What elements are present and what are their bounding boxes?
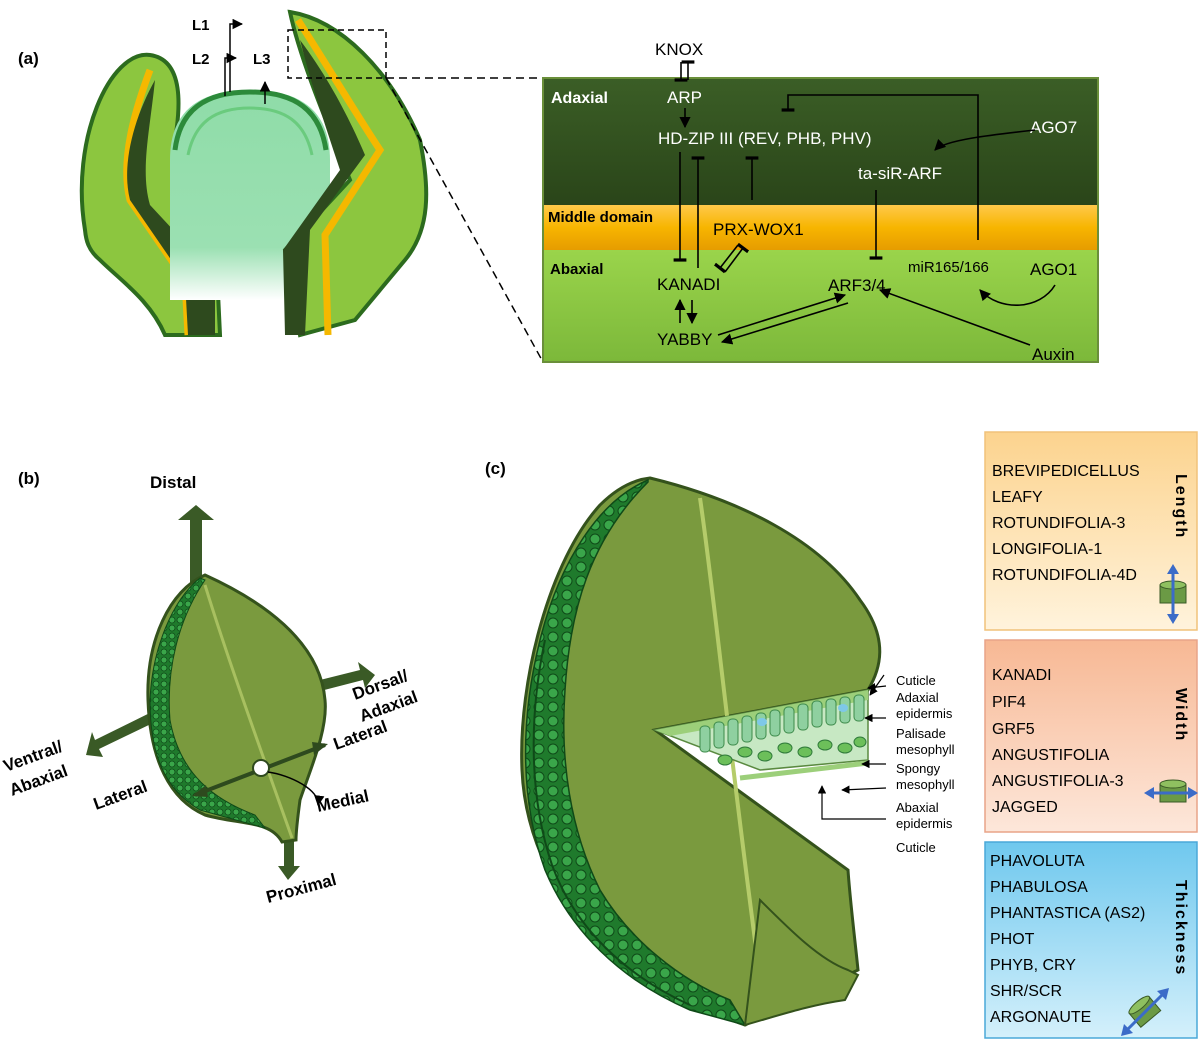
layer-l3-label: L3 <box>253 51 271 68</box>
width-title: Width <box>1172 688 1189 742</box>
axis-label-lateral-right: Lateral <box>331 717 390 754</box>
polarity-network-box <box>542 77 1099 363</box>
lateral-right-arrowhead <box>312 742 328 755</box>
layer-spongy-1: Spongy <box>896 761 941 776</box>
layer-cuticle-top: Cuticle <box>896 673 936 688</box>
width-gene-5: ANGUSTIFOLIA-3 <box>992 773 1124 790</box>
thickness-gene-5: PHYB, CRY <box>990 957 1076 974</box>
thickness-cylinder-icon <box>1121 988 1169 1036</box>
layer-abaxial-epidermis-1: Abaxial <box>896 800 939 815</box>
middle-domain-label: Middle domain <box>548 209 653 226</box>
width-gene-4: ANGUSTIFOLIA <box>992 747 1110 764</box>
leaf-cross-section-illustration <box>520 476 882 1027</box>
node-arf34: ARF3/4 <box>828 276 886 295</box>
zoom-line-bottom <box>385 77 544 363</box>
width-box: KANADI PIF4 GRF5 ANGUSTIFOLIA ANGUSTIFOL… <box>984 639 1198 833</box>
node-hdzip: HD-ZIP III (REV, PHB, PHV) <box>658 129 872 148</box>
axis-label-medial: Medial <box>315 786 371 816</box>
length-gene-2: LEAFY <box>992 489 1043 506</box>
axis-label-lateral-left: Lateral <box>91 777 150 814</box>
node-kanadi: KANADI <box>657 275 720 294</box>
width-gene-3: GRF5 <box>992 721 1035 738</box>
layer-palisade-1: Palisade <box>896 726 946 741</box>
length-box: BREVIPEDICELLUS LEAFY ROTUNDIFOLIA-3 LON… <box>984 431 1198 631</box>
thickness-box: PHAVOLUTA PHABULOSA PHANTASTICA (AS2) PH… <box>984 841 1198 1039</box>
thickness-gene-7: ARGONAUTE <box>990 1009 1091 1026</box>
shoot-apex-illustration <box>79 9 429 338</box>
zoom-box <box>287 29 387 79</box>
node-ago7: AGO7 <box>1030 118 1077 137</box>
length-gene-3: ROTUNDIFOLIA-3 <box>992 515 1125 532</box>
thickness-title: Thickness <box>1172 880 1189 976</box>
node-ago1: AGO1 <box>1030 260 1077 279</box>
length-title: Length <box>1172 474 1189 539</box>
l1-arrow <box>229 18 244 92</box>
medial-point <box>252 759 270 777</box>
node-auxin: Auxin <box>1032 345 1075 364</box>
panel-b-label: (b) <box>18 469 40 488</box>
panel-a-label: (a) <box>18 49 39 68</box>
layer-cuticle-bottom: Cuticle <box>896 840 936 855</box>
layer-adaxial-epidermis-1: Adaxial <box>896 690 939 705</box>
node-mir165: miR165/166 <box>908 259 989 276</box>
width-gene-6: JAGGED <box>992 799 1058 816</box>
l2-arrow <box>224 52 238 96</box>
thickness-gene-2: PHABULOSA <box>990 879 1088 896</box>
layer-pointer-lines <box>817 674 887 820</box>
width-gene-1: KANADI <box>992 667 1052 684</box>
axis-label-proximal: Proximal <box>264 870 338 907</box>
node-yabby: YABBY <box>657 330 712 349</box>
length-gene-1: BREVIPEDICELLUS <box>992 463 1140 480</box>
width-cylinder-icon <box>1144 779 1198 803</box>
thickness-gene-1: PHAVOLUTA <box>990 853 1085 870</box>
abaxial-domain-label: Abaxial <box>550 261 603 278</box>
layer-abaxial-epidermis-2: epidermis <box>896 816 953 831</box>
layer-palisade-2: mesophyll <box>896 742 955 757</box>
thickness-gene-6: SHR/SCR <box>990 983 1062 1000</box>
length-cylinder-icon <box>1159 564 1187 624</box>
network-edges <box>673 60 1056 346</box>
adaxial-domain-label: Adaxial <box>551 90 608 107</box>
node-arp: ARP <box>667 88 702 107</box>
lateral-left-arrowhead <box>192 785 208 797</box>
node-knox: KNOX <box>655 40 703 59</box>
thickness-gene-3: PHANTASTICA (AS2) <box>990 905 1145 922</box>
length-gene-5: ROTUNDIFOLIA-4D <box>992 567 1137 584</box>
layer-spongy-2: mesophyll <box>896 777 955 792</box>
width-gene-2: PIF4 <box>992 694 1026 711</box>
node-prx-wox1: PRX-WOX1 <box>713 220 804 239</box>
thickness-gene-4: PHOT <box>990 931 1035 948</box>
leaf-3d-illustration <box>146 573 327 844</box>
layer-l1-label: L1 <box>192 17 210 34</box>
layer-l2-label: L2 <box>192 51 210 68</box>
node-tasir: ta-siR-ARF <box>858 164 942 183</box>
layer-adaxial-epidermis-2: epidermis <box>896 706 953 721</box>
panel-c-label: (c) <box>485 459 506 478</box>
length-gene-4: LONGIFOLIA-1 <box>992 541 1102 558</box>
axis-label-distal: Distal <box>150 473 196 492</box>
medial-arrow <box>267 771 325 807</box>
